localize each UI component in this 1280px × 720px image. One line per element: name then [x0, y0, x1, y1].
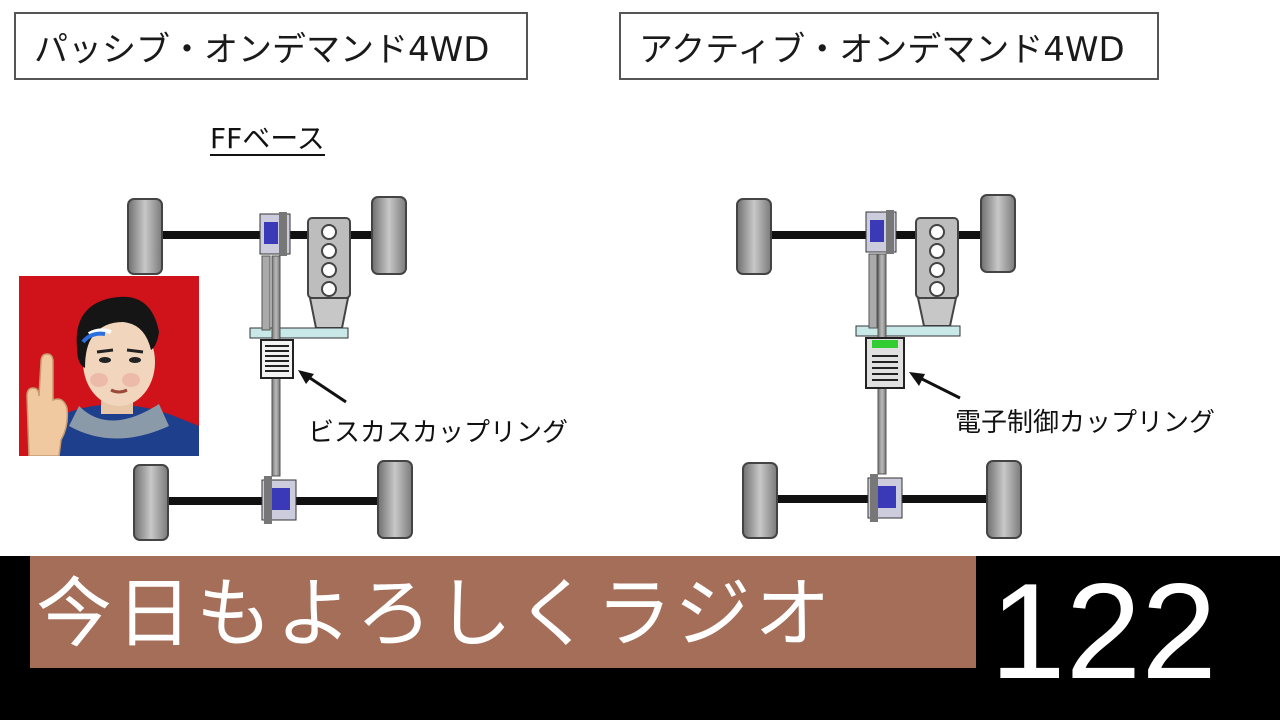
- episode-number: 122: [990, 555, 1217, 707]
- ff-base-label: FFベース: [210, 122, 325, 156]
- front-propeller-shaft: [261, 255, 271, 331]
- left-drivetrain: [127, 196, 413, 541]
- electronic-coupling-label: 電子制御カップリング: [955, 408, 1216, 438]
- transfer-case: [249, 327, 349, 339]
- engine-block: [915, 217, 959, 327]
- front-right-tire: [980, 194, 1016, 273]
- rear-left-tire: [133, 464, 169, 541]
- radio-show-title: 今日もよろしくラジオ: [36, 569, 835, 658]
- viscous-pointer-arrow: [298, 370, 347, 404]
- front-differential: [865, 210, 897, 254]
- banner-title-background: [30, 556, 976, 668]
- front-left-tire: [127, 198, 163, 275]
- engine-block: [307, 217, 351, 329]
- electronic-coupling: [865, 337, 905, 389]
- rear-differential: [867, 474, 903, 522]
- front-right-tire: [371, 196, 407, 275]
- drivetrain-diagrams: [127, 194, 1022, 541]
- viscous-coupling-label: ビスカスカップリング: [308, 418, 569, 448]
- rear-right-tire: [986, 460, 1022, 539]
- viscous-coupling: [260, 339, 294, 379]
- rear-left-tire: [742, 462, 778, 539]
- front-left-tire: [736, 198, 772, 275]
- transfer-case: [855, 325, 961, 337]
- left-diagram-title: パッシブ・オンデマンド4WD: [14, 12, 528, 80]
- right-diagram-title: アクティブ・オンデマンド4WD: [619, 12, 1159, 80]
- front-propeller-shaft: [868, 253, 878, 329]
- front-differential: [259, 212, 291, 256]
- electronic-pointer-arrow: [909, 372, 961, 400]
- rear-right-tire: [377, 460, 413, 539]
- right-drivetrain: [736, 194, 1022, 539]
- rear-differential: [261, 476, 297, 524]
- host-avatar: [19, 276, 199, 456]
